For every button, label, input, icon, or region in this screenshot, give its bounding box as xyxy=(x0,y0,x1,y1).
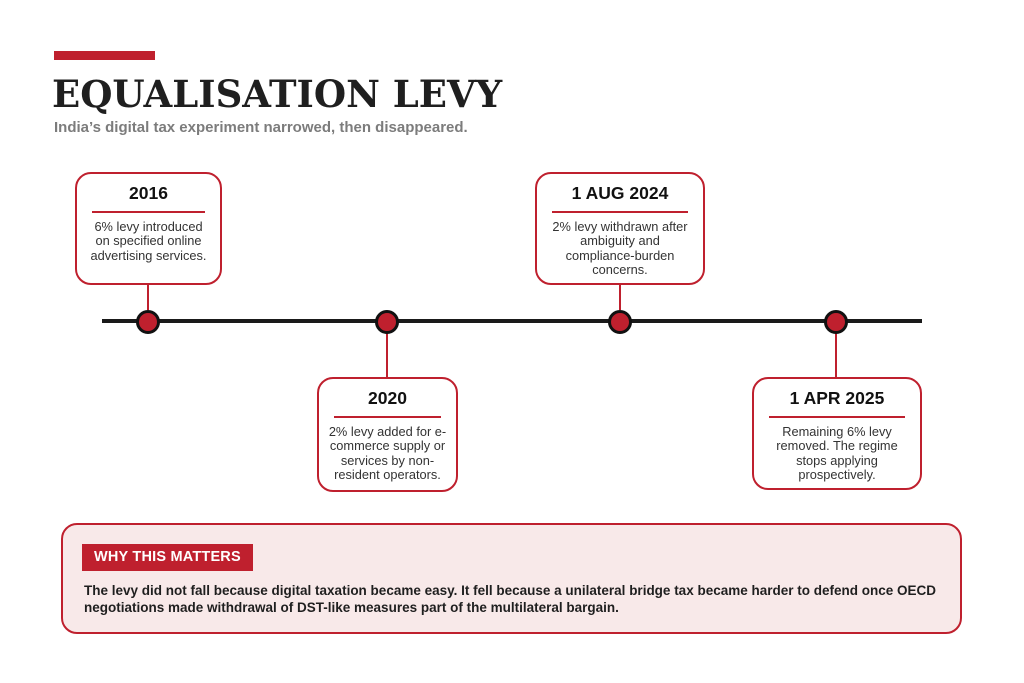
callout-text: The levy did not fall because digital ta… xyxy=(84,583,937,615)
timeline-axis-line xyxy=(102,319,922,323)
event-divider xyxy=(552,211,688,213)
timeline-node-dot xyxy=(824,310,848,334)
timeline-connector xyxy=(835,333,837,377)
accent-bar xyxy=(54,51,155,60)
event-divider xyxy=(334,416,441,418)
timeline-connector xyxy=(619,285,621,310)
event-description: 2% levy added for e-commerce supply or s… xyxy=(328,424,447,483)
callout-label: WHY THIS MATTERS xyxy=(82,544,253,571)
timeline-connector xyxy=(147,285,149,310)
timeline-node-dot xyxy=(608,310,632,334)
page-title: EQUALISATION LEVY xyxy=(52,72,503,116)
timeline-event-card-apr-2025: 1 APR 2025 Remaining 6% levy removed. Th… xyxy=(752,377,922,490)
event-date: 2016 xyxy=(129,183,168,203)
event-date: 1 AUG 2024 xyxy=(571,183,669,203)
timeline-event-card-2020: 2020 2% levy added for e-commerce supply… xyxy=(317,377,458,492)
event-date: 2020 xyxy=(368,388,407,408)
timeline-node-dot xyxy=(136,310,160,334)
callout-box: WHY THIS MATTERS The levy did not fall b… xyxy=(61,523,962,634)
event-description: 6% levy introduced on specified online a… xyxy=(90,219,207,263)
event-divider xyxy=(769,416,905,418)
page-subtitle: India’s digital tax experiment narrowed,… xyxy=(54,119,468,136)
event-date: 1 APR 2025 xyxy=(789,388,885,408)
event-divider xyxy=(92,211,205,213)
timeline-event-card-2016: 2016 6% levy introduced on specified onl… xyxy=(75,172,222,285)
event-description: 2% levy withdrawn after ambiguity and co… xyxy=(552,219,688,278)
timeline-node-dot xyxy=(375,310,399,334)
event-description: Remaining 6% levy removed. The regime st… xyxy=(776,424,898,483)
timeline-connector xyxy=(386,333,388,377)
timeline-event-card-aug-2024: 1 AUG 2024 2% levy withdrawn after ambig… xyxy=(535,172,705,285)
